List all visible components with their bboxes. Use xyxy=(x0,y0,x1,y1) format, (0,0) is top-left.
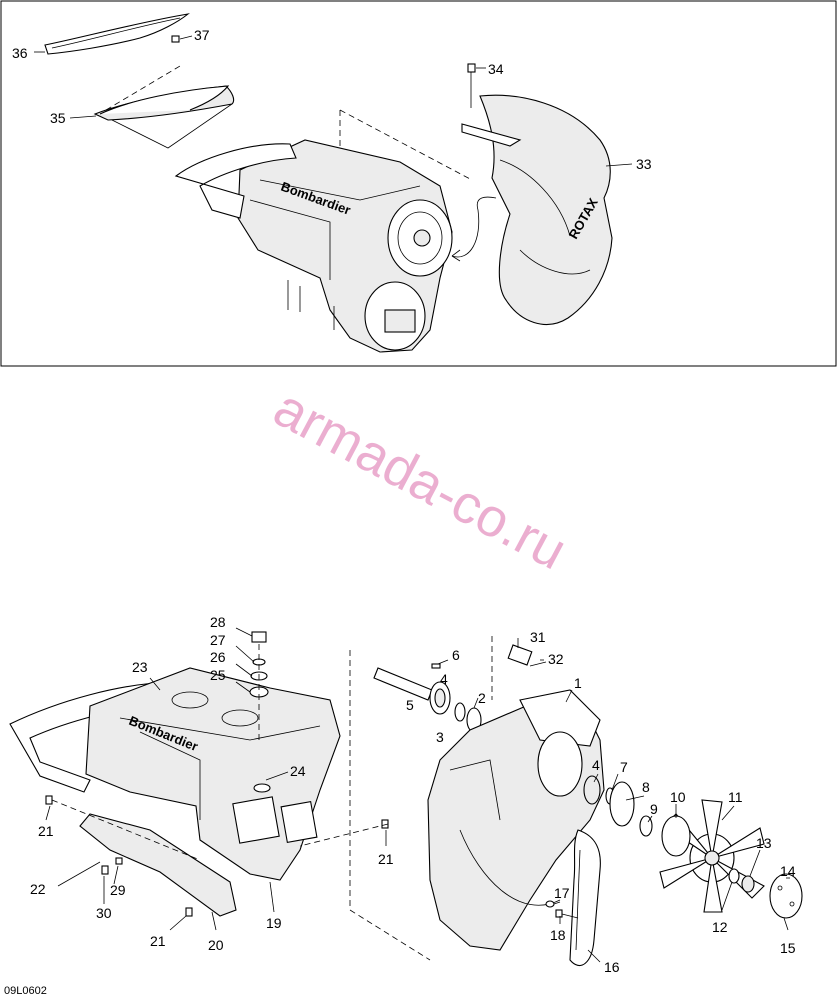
callout-25: 25 xyxy=(210,667,226,683)
bottom-assembly: Bombardier xyxy=(9,627,803,966)
callout-2: 2 xyxy=(478,690,486,706)
callout-23: 23 xyxy=(132,659,148,675)
diagram-code: 09L0602 xyxy=(4,985,47,997)
callout-37: 37 xyxy=(194,27,210,43)
callout-3: 3 xyxy=(436,729,444,745)
callout-12: 12 xyxy=(712,919,728,935)
watermark: armada-co.ru xyxy=(264,378,576,582)
callout-1: 1 xyxy=(574,675,582,691)
callout-36: 36 xyxy=(12,45,28,61)
callout-15: 15 xyxy=(780,940,796,956)
top-assembly: Bombardier ROTAX xyxy=(34,13,633,353)
callout-11: 11 xyxy=(728,789,743,805)
callout-20: 20 xyxy=(208,937,224,953)
callout-21-a: 21 xyxy=(38,823,54,839)
callout-8: 8 xyxy=(642,779,650,795)
callout-5: 5 xyxy=(406,697,414,713)
callout-28: 28 xyxy=(210,614,226,630)
fan-blades xyxy=(659,799,765,913)
callout-4-b: 4 xyxy=(592,757,600,773)
callout-30: 30 xyxy=(96,905,112,921)
callout-26: 26 xyxy=(210,649,226,665)
callout-27: 27 xyxy=(210,632,226,648)
callout-21-c: 21 xyxy=(150,933,166,949)
callout-7: 7 xyxy=(620,759,628,775)
callout-13: 13 xyxy=(756,835,772,851)
callout-35: 35 xyxy=(50,110,66,126)
callout-32: 32 xyxy=(548,651,564,667)
top-panel-frame xyxy=(0,0,837,367)
callout-29: 29 xyxy=(110,882,126,898)
callout-6: 6 xyxy=(452,647,460,663)
callout-18: 18 xyxy=(550,927,566,943)
callout-16: 16 xyxy=(604,959,620,975)
callout-34: 34 xyxy=(488,61,504,77)
callout-33: 33 xyxy=(636,156,652,172)
callout-9: 9 xyxy=(650,801,658,817)
callout-17: 17 xyxy=(554,885,570,901)
callout-4-a: 4 xyxy=(440,671,448,687)
callout-22: 22 xyxy=(30,881,46,897)
callout-31: 31 xyxy=(530,629,546,645)
callout-10: 10 xyxy=(670,789,686,805)
callout-21-b: 21 xyxy=(378,851,394,867)
callout-14: 14 xyxy=(780,863,796,879)
callout-24: 24 xyxy=(290,763,306,779)
callout-19: 19 xyxy=(266,915,282,931)
